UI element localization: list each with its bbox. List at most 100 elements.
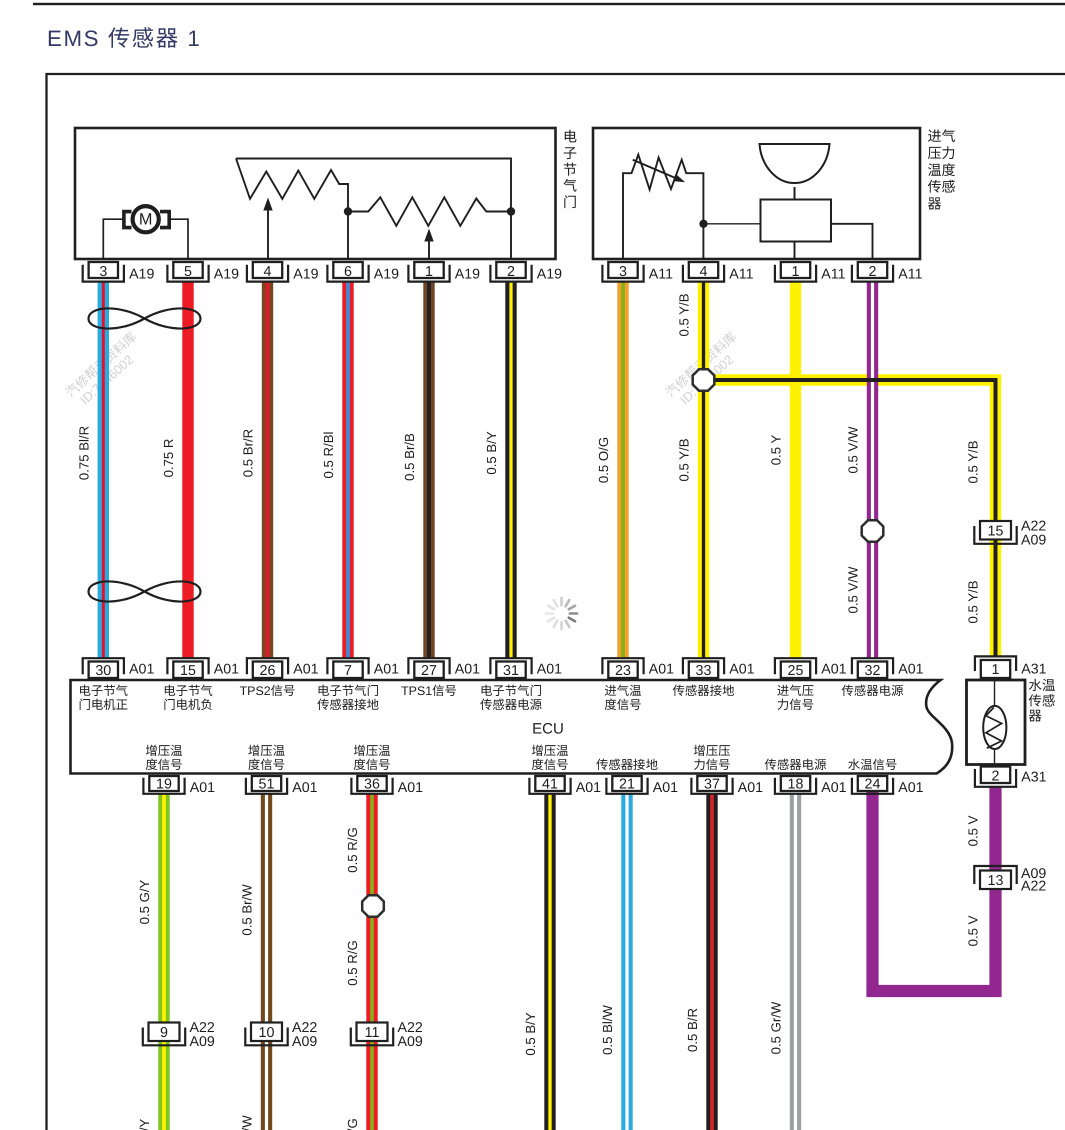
svg-text:进气: 进气 xyxy=(928,128,956,144)
svg-text:ECU: ECU xyxy=(532,721,564,738)
svg-text:13: 13 xyxy=(988,873,1004,889)
svg-text:A01: A01 xyxy=(398,780,423,796)
svg-text:24: 24 xyxy=(865,777,881,793)
svg-text:电: 电 xyxy=(563,129,577,145)
svg-text:节: 节 xyxy=(563,161,577,177)
svg-text:3: 3 xyxy=(99,264,107,280)
svg-text:A09: A09 xyxy=(398,1034,423,1050)
svg-text:A11: A11 xyxy=(649,266,673,282)
svg-text:0.5 R/Bl: 0.5 R/Bl xyxy=(321,431,336,478)
svg-text:EMS 传感器 1: EMS 传感器 1 xyxy=(47,26,201,51)
svg-text:度信号: 度信号 xyxy=(145,758,182,772)
svg-text:A19: A19 xyxy=(455,266,480,282)
svg-text:A09: A09 xyxy=(190,1034,215,1050)
svg-text:2: 2 xyxy=(992,768,1000,784)
svg-text:度信号: 度信号 xyxy=(531,758,568,772)
svg-text:度信号: 度信号 xyxy=(248,758,285,772)
svg-text:33: 33 xyxy=(696,663,712,679)
svg-text:增压温: 增压温 xyxy=(145,744,182,758)
svg-text:A01: A01 xyxy=(898,662,923,678)
svg-text:传感器电源: 传感器电源 xyxy=(765,758,827,772)
svg-text:0.5 Y/B: 0.5 Y/B xyxy=(677,293,692,336)
svg-text:A11: A11 xyxy=(821,266,845,282)
svg-text:30: 30 xyxy=(95,663,111,679)
svg-text:A22: A22 xyxy=(1021,519,1046,535)
svg-text:TPS2信号: TPS2信号 xyxy=(240,684,296,698)
svg-text:A01: A01 xyxy=(374,662,399,678)
svg-text:A31: A31 xyxy=(1021,770,1046,786)
svg-text:A11: A11 xyxy=(898,266,922,282)
svg-text:0.5 V/W: 0.5 V/W xyxy=(846,426,861,473)
svg-text:0.5 Br/R: 0.5 Br/R xyxy=(241,429,256,477)
svg-text:25: 25 xyxy=(788,663,804,679)
svg-text:A01: A01 xyxy=(576,780,601,796)
svg-text:2: 2 xyxy=(869,264,877,280)
svg-text:气: 气 xyxy=(563,178,577,194)
svg-text:A19: A19 xyxy=(374,266,399,282)
svg-text:4: 4 xyxy=(700,264,708,280)
svg-text:门电机正: 门电机正 xyxy=(79,698,129,712)
svg-text:0.5 G/Y: 0.5 G/Y xyxy=(137,879,152,924)
svg-text:9: 9 xyxy=(160,1025,168,1041)
svg-text:力信号: 力信号 xyxy=(693,758,730,772)
svg-text:1: 1 xyxy=(792,264,800,280)
svg-text:2: 2 xyxy=(507,264,515,280)
svg-text:水温: 水温 xyxy=(1028,678,1055,693)
svg-text:M: M xyxy=(139,211,153,229)
svg-text:A01: A01 xyxy=(292,780,317,796)
svg-text:0.5 Y/B: 0.5 Y/B xyxy=(677,438,692,481)
svg-text:1: 1 xyxy=(992,662,1000,678)
svg-text:1: 1 xyxy=(425,264,433,280)
svg-text:TPS1信号: TPS1信号 xyxy=(401,684,457,698)
svg-text:15: 15 xyxy=(988,523,1004,539)
svg-text:0.75 Bl/R: 0.75 Bl/R xyxy=(77,426,92,480)
svg-text:31: 31 xyxy=(503,663,519,679)
svg-text:A01: A01 xyxy=(738,780,763,796)
svg-text:0.5 Gr/W: 0.5 Gr/W xyxy=(769,1001,784,1054)
svg-text:器: 器 xyxy=(1028,709,1042,724)
svg-text:A22: A22 xyxy=(398,1020,423,1036)
svg-text:0.5 V/W: 0.5 V/W xyxy=(846,566,861,613)
svg-text:A01: A01 xyxy=(455,662,480,678)
svg-text:压力: 压力 xyxy=(928,145,956,161)
svg-text:A01: A01 xyxy=(190,780,215,796)
svg-text:26: 26 xyxy=(260,663,276,679)
svg-text:37: 37 xyxy=(704,777,720,793)
svg-text:A01: A01 xyxy=(821,780,846,796)
svg-text:18: 18 xyxy=(788,777,804,793)
svg-text:51: 51 xyxy=(259,777,275,793)
svg-text:电子节气: 电子节气 xyxy=(79,684,129,698)
svg-text:度信号: 度信号 xyxy=(604,698,641,712)
svg-text:A31: A31 xyxy=(1021,662,1046,678)
svg-text:增压压: 增压压 xyxy=(693,744,730,758)
svg-text:A01: A01 xyxy=(898,780,923,796)
svg-text:A19: A19 xyxy=(293,266,318,282)
svg-text:进气压: 进气压 xyxy=(777,684,814,698)
svg-text:温度: 温度 xyxy=(928,162,956,178)
svg-text:A01: A01 xyxy=(729,662,754,678)
svg-text:A09: A09 xyxy=(1021,866,1046,882)
svg-text:0.75 R: 0.75 R xyxy=(161,439,176,478)
svg-text:传感: 传感 xyxy=(1028,693,1055,708)
svg-text:0.5 Bl/W: 0.5 Bl/W xyxy=(600,1005,615,1055)
svg-text:器: 器 xyxy=(928,196,942,212)
svg-text:电子节气: 电子节气 xyxy=(163,684,213,698)
svg-text:0.5 V: 0.5 V xyxy=(966,915,981,946)
svg-text:0.5 R/G: 0.5 R/G xyxy=(345,827,360,872)
svg-text:0.5 Br/W: 0.5 Br/W xyxy=(240,1115,255,1130)
svg-text:A11: A11 xyxy=(729,266,753,282)
svg-text:21: 21 xyxy=(619,777,635,793)
svg-text:0.5 B/Y: 0.5 B/Y xyxy=(484,431,499,474)
svg-text:0.5 O/G: 0.5 O/G xyxy=(596,437,611,483)
svg-text:A09: A09 xyxy=(1021,533,1046,549)
svg-text:41: 41 xyxy=(542,777,558,793)
svg-text:子: 子 xyxy=(563,145,577,161)
svg-text:传感: 传感 xyxy=(928,179,956,195)
svg-text:传感器接地: 传感器接地 xyxy=(317,698,379,712)
svg-text:门: 门 xyxy=(563,194,577,210)
svg-text:32: 32 xyxy=(865,663,881,679)
svg-text:A19: A19 xyxy=(129,266,154,282)
svg-text:A19: A19 xyxy=(214,266,239,282)
svg-text:36: 36 xyxy=(364,777,380,793)
svg-text:传感器接地: 传感器接地 xyxy=(596,758,658,772)
